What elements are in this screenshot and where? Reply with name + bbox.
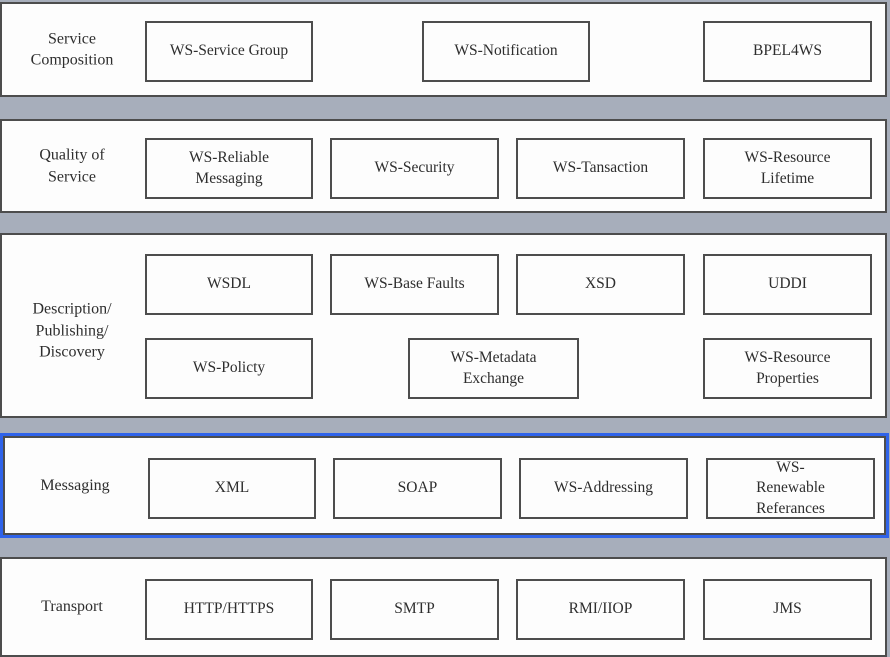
layer-description-publishing-discovery: Description/ Publishing/ Discovery WSDL … [0,233,887,418]
box-ws-tansaction: WS-Tansaction [516,138,685,199]
box-bpel4ws: BPEL4WS [703,21,872,82]
layer-transport: Transport HTTP/HTTPS SMTP RMI/IIOP JMS [0,557,887,657]
box-rmi-iiop: RMI/IIOP [516,579,685,640]
label-line: Service [48,29,96,47]
layer-label-description-publishing-discovery: Description/ Publishing/ Discovery [6,299,138,364]
box-smtp: SMTP [330,579,499,640]
label-line: Publishing/ [35,322,109,340]
box-ws-policty: WS-Policty [145,338,313,399]
box-ws-base-faults: WS-Base Faults [330,254,499,315]
box-ws-addressing: WS-Addressing [519,458,688,519]
box-soap: SOAP [333,458,502,519]
box-xml: XML [148,458,316,519]
label-line: Description/ [32,300,112,318]
layer-label-quality-of-service: Quality of Service [6,144,138,187]
box-ws-metadata-exchange: WS-Metadata Exchange [408,338,579,399]
label-line: Messaging [40,476,110,494]
layer-label-service-composition: Service Composition [6,28,138,71]
layer-messaging: Messaging XML SOAP WS-Addressing WS-Rene… [3,436,886,535]
label-line: Composition [30,51,114,69]
box-wsdl: WSDL [145,254,313,315]
box-uddi: UDDI [703,254,872,315]
box-jms: JMS [703,579,872,640]
box-ws-reliable-messaging: WS-Reliable Messaging [145,138,313,199]
layer-quality-of-service: Quality of Service WS-Reliable Messaging… [0,119,887,213]
box-http-https: HTTP/HTTPS [145,579,313,640]
box-ws-resource-properties: WS-Resource Properties [703,338,872,399]
layer-label-messaging: Messaging [9,475,141,497]
box-ws-service-group: WS-Service Group [145,21,313,82]
label-line: Discovery [39,343,105,361]
box-ws-security: WS-Security [330,138,499,199]
label-line: Service [48,168,96,185]
layer-label-transport: Transport [6,596,138,618]
box-ws-notification: WS-Notification [422,21,590,82]
layer-service-composition: Service Composition WS-Service Group WS-… [0,2,887,97]
box-xsd: XSD [516,254,685,315]
box-ws-renewable-referances: WS-Renewable Referances [706,458,875,519]
label-line: Quality of [39,146,105,164]
layer-messaging-highlight-border: Messaging XML SOAP WS-Addressing WS-Rene… [0,433,889,538]
box-ws-resource-lifetime: WS-Resource Lifetime [703,138,872,199]
label-line: Transport [41,598,103,616]
